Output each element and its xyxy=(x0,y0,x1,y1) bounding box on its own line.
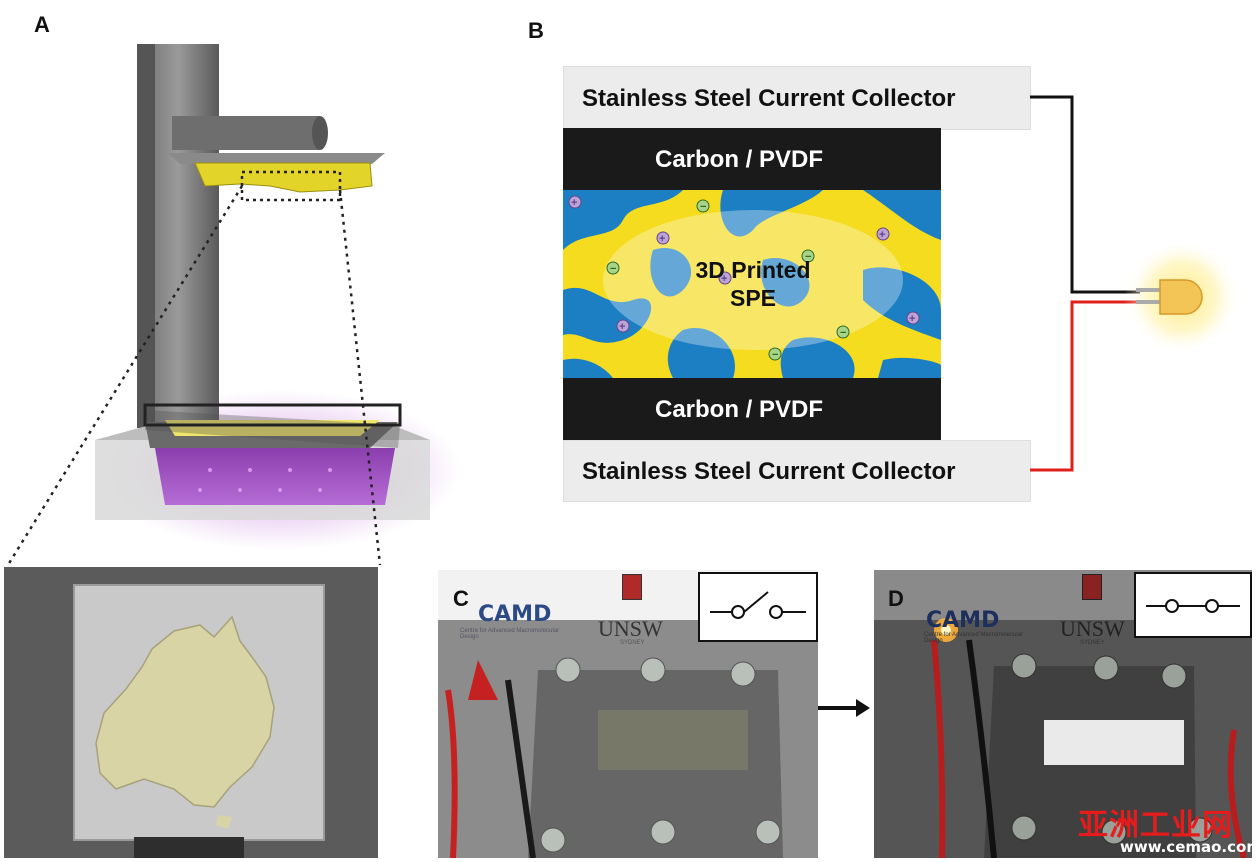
panel-label-b: B xyxy=(528,18,544,43)
panel-label-c: C xyxy=(453,586,469,611)
svg-text:+: + xyxy=(659,233,665,245)
unsw-logo: UNSW xyxy=(598,616,663,641)
unsw-logo: UNSW xyxy=(1060,616,1125,641)
svg-text:−: − xyxy=(610,263,616,275)
top-current-collector: Stainless Steel Current Collector xyxy=(563,66,1031,130)
switch-open-icon xyxy=(698,572,818,642)
resin-vat xyxy=(155,448,395,505)
svg-text:−: − xyxy=(805,251,811,263)
top-electrode-label: Carbon / PVDF xyxy=(655,146,824,173)
printed-part xyxy=(194,162,373,193)
electrolyte-label-line1: 3D Printed xyxy=(695,257,811,283)
unsw-logo-subtitle: SYDNEY xyxy=(620,640,645,646)
zoom-line-left xyxy=(6,185,244,566)
camd-logo-subtitle: Centre for Advanced Macromolecular Desig… xyxy=(924,632,1024,644)
led-circuit xyxy=(1030,95,1240,472)
svg-text:+: + xyxy=(571,197,577,209)
top-collector-label: Stainless Steel Current Collector xyxy=(582,85,956,112)
bottom-collector-label: Stainless Steel Current Collector xyxy=(582,458,956,485)
electrolyte-label-line2: SPE xyxy=(729,285,777,311)
australia-shape xyxy=(95,615,275,808)
printer-illustration xyxy=(6,44,460,566)
led-icon xyxy=(1136,279,1203,315)
switch-closed-icon xyxy=(1134,572,1252,638)
bottom-carbon-electrode: Carbon / PVDF xyxy=(563,378,941,440)
zoom-line-right xyxy=(338,189,382,566)
camd-logo-subtitle: Centre for Advanced Macromolecular Desig… xyxy=(460,628,560,640)
black-wire xyxy=(1030,95,1140,294)
top-carbon-electrode: Carbon / PVDF xyxy=(563,128,941,190)
bottom-electrode-label: Carbon / PVDF xyxy=(655,396,824,423)
camd-logo: CAMD xyxy=(926,608,1000,633)
photo-switch-closed: CAMD Centre for Advanced Macromolecular … xyxy=(874,570,1252,858)
printed-part-photo xyxy=(4,567,378,858)
svg-text:+: + xyxy=(619,321,625,333)
watermark-url: www.cemao.com xyxy=(1120,838,1256,856)
printer-arm xyxy=(172,116,320,150)
panel-label-a: A xyxy=(34,12,50,37)
svg-text:+: + xyxy=(879,229,885,241)
build-plate xyxy=(168,153,385,164)
red-wire xyxy=(1030,300,1140,472)
bottom-current-collector: Stainless Steel Current Collector xyxy=(563,440,1031,502)
svg-text:+: + xyxy=(909,313,915,325)
svg-text:+: + xyxy=(721,273,727,285)
svg-text:−: − xyxy=(772,349,778,361)
panel-label-d: D xyxy=(888,586,904,611)
svg-text:−: − xyxy=(840,327,846,339)
transition-arrow-icon xyxy=(818,699,870,717)
watermark-cn: 亚洲工业网 xyxy=(1078,808,1233,843)
unsw-crest-icon xyxy=(1082,574,1102,600)
solid-polymer-electrolyte: + − + + − − + + − − + 3D Printed SPE xyxy=(563,190,941,378)
unsw-logo-subtitle: SYDNEY xyxy=(1080,640,1105,646)
unsw-crest-icon xyxy=(622,574,642,600)
camd-logo: CAMD xyxy=(478,602,552,627)
photo-switch-open: CAMD Centre for Advanced Macromolecular … xyxy=(438,570,818,858)
svg-text:−: − xyxy=(700,201,706,213)
